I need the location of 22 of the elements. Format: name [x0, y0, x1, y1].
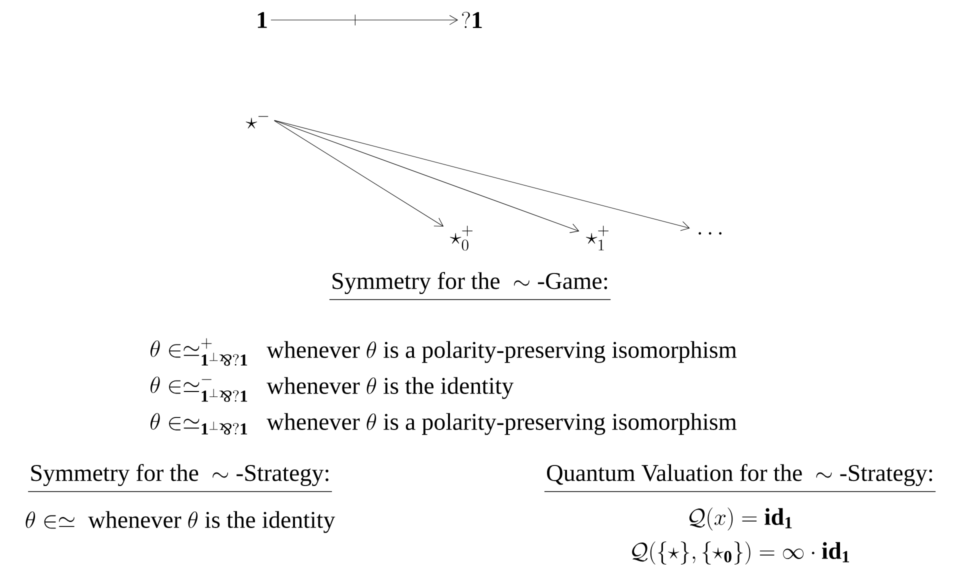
arrow — [274, 120, 444, 227]
arrow — [274, 120, 690, 231]
formula: $\theta \in \simeq_{\mathbf{1}^{\perp} \mathbin{\rotatebox[origin=c]{180}{$\scriptstyle\&$}} ?\mathbf{1}}$ — [150, 413, 248, 435]
math-symbol: $\star^{-}$ — [246, 116, 268, 128]
formula-text: $\mathcal{Q}(\{\star\},\{\star_{\mathbf{0}}\}) = \infty \cdot \mathbf{id}_{\mathbf{1}}$ — [632, 541, 850, 565]
math-symbol: $?\mathbf{1}$ — [462, 12, 482, 28]
formula: $\theta \in \simeq^{-}_{\mathbf{1}^{\perp} \mathbin{\rotatebox[origin=c]{180}{$\scriptstyle\&$}} ?\mathbf{1}}$ — [150, 376, 248, 402]
formula: $\theta \in \simeq^{+}_{\mathbf{1}^{\perp} \mathbin{\rotatebox[origin=c]{180}{$\scriptstyle\&$}} ?\mathbf{1}}$ — [150, 338, 248, 366]
formula-text: $\text{whenever } \theta \text{ is the identity}$ — [266, 377, 514, 399]
formula-text: $\theta \in \simeq \text{ whenever } \theta \text{ is the identity}$ — [26, 511, 336, 533]
math-symbol: $\cdots$ — [698, 232, 722, 235]
arrow — [274, 120, 580, 233]
math-symbol: $\mathbf{1}$ — [258, 12, 267, 28]
arrow — [270, 14, 458, 26]
formula-text: $\mathcal{Q}(x) = \mathbf{id}_{\mathbf{1}}$ — [689, 508, 792, 531]
heading: $\text{Quantum Valuation for the }\sim\text{-Strategy:}$ — [544, 464, 936, 492]
math-symbol: $\star_{0}^{+}$ — [450, 226, 473, 251]
formula-text: $\text{whenever } \theta \text{ is a polarity-preserving isomorphism}$ — [266, 341, 737, 363]
formula-text: $\text{whenever } \theta \text{ is a polarity-preserving isomorphism}$ — [266, 413, 737, 435]
math-symbol: $\star_{1}^{+}$ — [586, 226, 609, 250]
heading: $\text{Symmetry for the }\sim\text{-Game:}$ — [329, 272, 611, 300]
heading: $\text{Symmetry for the }\sim\text{-Strategy:}$ — [28, 464, 332, 492]
